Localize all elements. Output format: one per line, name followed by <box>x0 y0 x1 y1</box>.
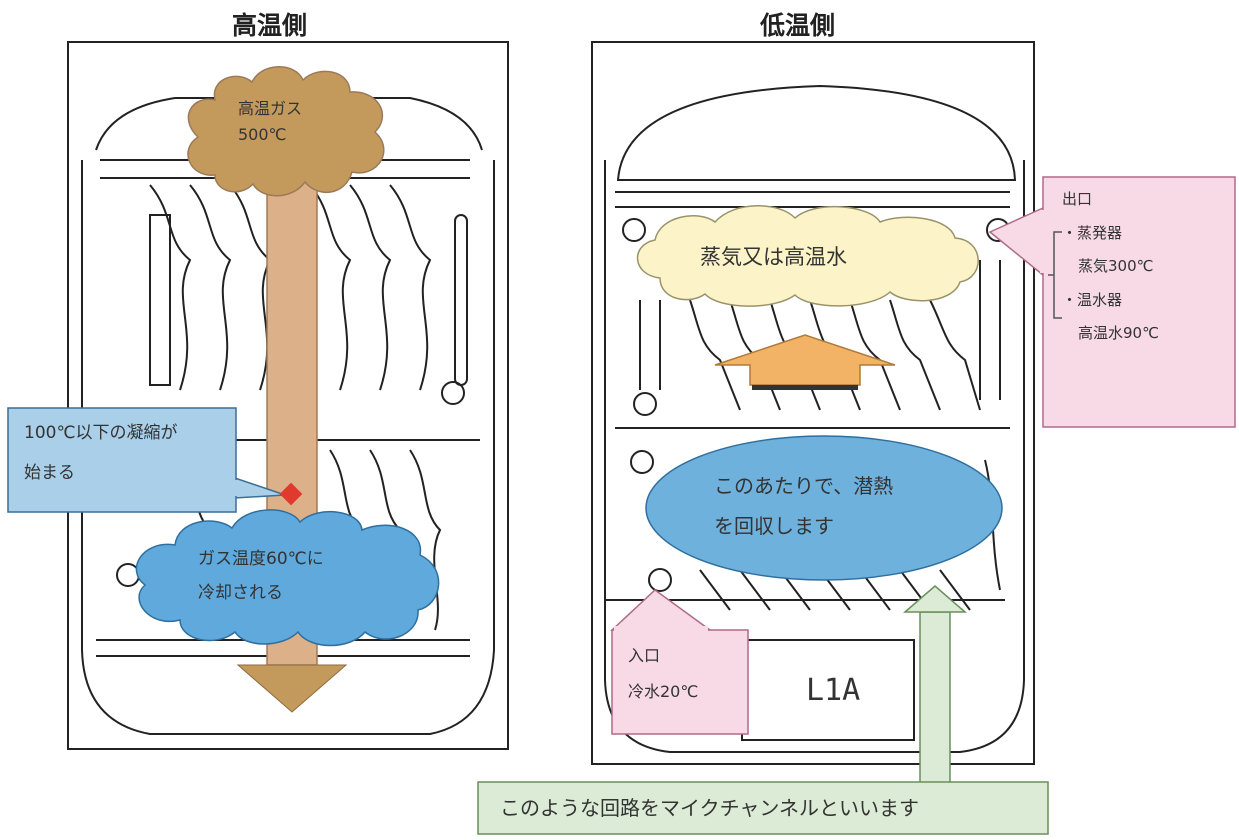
outlet-label: 出口 ・蒸発器 蒸気300℃ ・温水器 高温水90℃ <box>1062 190 1159 344</box>
latent-heat-ellipse <box>645 435 1003 581</box>
condensation-point-marker <box>279 482 303 506</box>
microchannel-pointer-arrow <box>902 585 968 785</box>
cool-gas-label: ガス温度60℃に 冷却される <box>198 548 324 606</box>
inlet-callout <box>610 589 749 735</box>
up-arrow-base <box>752 385 858 390</box>
green-arrow-shaft <box>919 611 951 785</box>
microchannel-note-box <box>477 781 1049 835</box>
cool-gas-label-line2: 冷却される <box>198 582 283 603</box>
right-mid-port <box>633 392 657 416</box>
outlet-callout-box <box>1042 176 1236 428</box>
outlet-title: 出口 <box>1062 190 1093 208</box>
right-outer-contour <box>604 160 1025 753</box>
outlet-bracket <box>1048 231 1062 319</box>
hot-gas-label-line1: 高温ガス <box>238 99 303 118</box>
right-lower-port-left <box>630 450 654 474</box>
condense-callout <box>7 407 286 513</box>
hot-gas-cloud-shape <box>187 66 385 197</box>
condense-callout-join <box>234 480 238 496</box>
steam-label: 蒸気又は高温水 <box>700 245 847 269</box>
condense-label: 100℃以下の凝縮が 始まる <box>24 420 178 487</box>
cool-gas-label-line1: ガス温度60℃に <box>198 549 324 569</box>
condense-label-line1: 100℃以下の凝縮が <box>24 423 178 443</box>
outlet-item1-sub: 蒸気300℃ <box>1078 257 1154 275</box>
hot-gas-label: 高温ガス 500℃ <box>238 98 302 147</box>
right-lower-channels <box>699 459 1001 611</box>
left-upper-port <box>441 381 465 405</box>
inlet-label: 入口 冷水20℃ <box>628 645 698 704</box>
up-arrow-shape <box>714 334 896 386</box>
latent-heat-line1: このあたりで、潜熱 <box>714 474 894 498</box>
right-top-dome <box>616 84 1017 181</box>
right-plate-border <box>591 41 1035 765</box>
outlet-item2-sub: 高温水90℃ <box>1078 324 1159 342</box>
hot-side-heading: 高温側 <box>232 11 308 40</box>
hot-gas-label-line2: 500℃ <box>238 125 287 145</box>
microchannel-note: このような回路をマイクチャンネルといいます <box>500 796 919 820</box>
left-plate-border <box>67 41 509 750</box>
hot-gas-cloud <box>187 66 385 197</box>
latent-heat-label: このあたりで、潜熱 を回収します <box>714 470 893 542</box>
left-right-bar <box>454 214 468 386</box>
cool-gas-cloud <box>135 509 440 647</box>
left-top-dome <box>95 97 483 151</box>
inlet-callout-pointer <box>610 589 713 631</box>
arrow-head <box>236 664 348 713</box>
cool-gas-cloud-shape <box>135 509 440 647</box>
outlet-item1: ・蒸発器 <box>1062 223 1123 242</box>
outlet-item2: ・温水器 <box>1062 290 1123 309</box>
condense-callout-box <box>7 407 237 513</box>
outlet-callout-join <box>1040 210 1046 273</box>
cold-side-heading: 低温側 <box>760 11 836 40</box>
right-top-manifold <box>615 191 1010 208</box>
inlet-title: 入口 <box>628 646 661 665</box>
left-outer-contour <box>81 160 495 735</box>
latent-heat-line2: を回収します <box>714 514 834 538</box>
outlet-callout <box>988 176 1236 428</box>
left-side-bar <box>149 214 171 386</box>
left-lower-port <box>116 563 140 587</box>
steam-cloud <box>636 205 979 307</box>
condense-label-line2: 始まる <box>24 463 75 484</box>
right-upper-port-left <box>622 218 646 242</box>
steam-cloud-shape <box>636 205 979 307</box>
output-up-arrow <box>714 334 896 390</box>
green-arrow-head <box>902 585 968 613</box>
right-plate <box>591 41 1035 765</box>
inlet-callout-join <box>614 626 708 632</box>
inlet-value: 冷水20℃ <box>628 682 699 702</box>
right-lower-port-inlet <box>648 568 672 592</box>
plate-label: L1A <box>806 673 861 708</box>
